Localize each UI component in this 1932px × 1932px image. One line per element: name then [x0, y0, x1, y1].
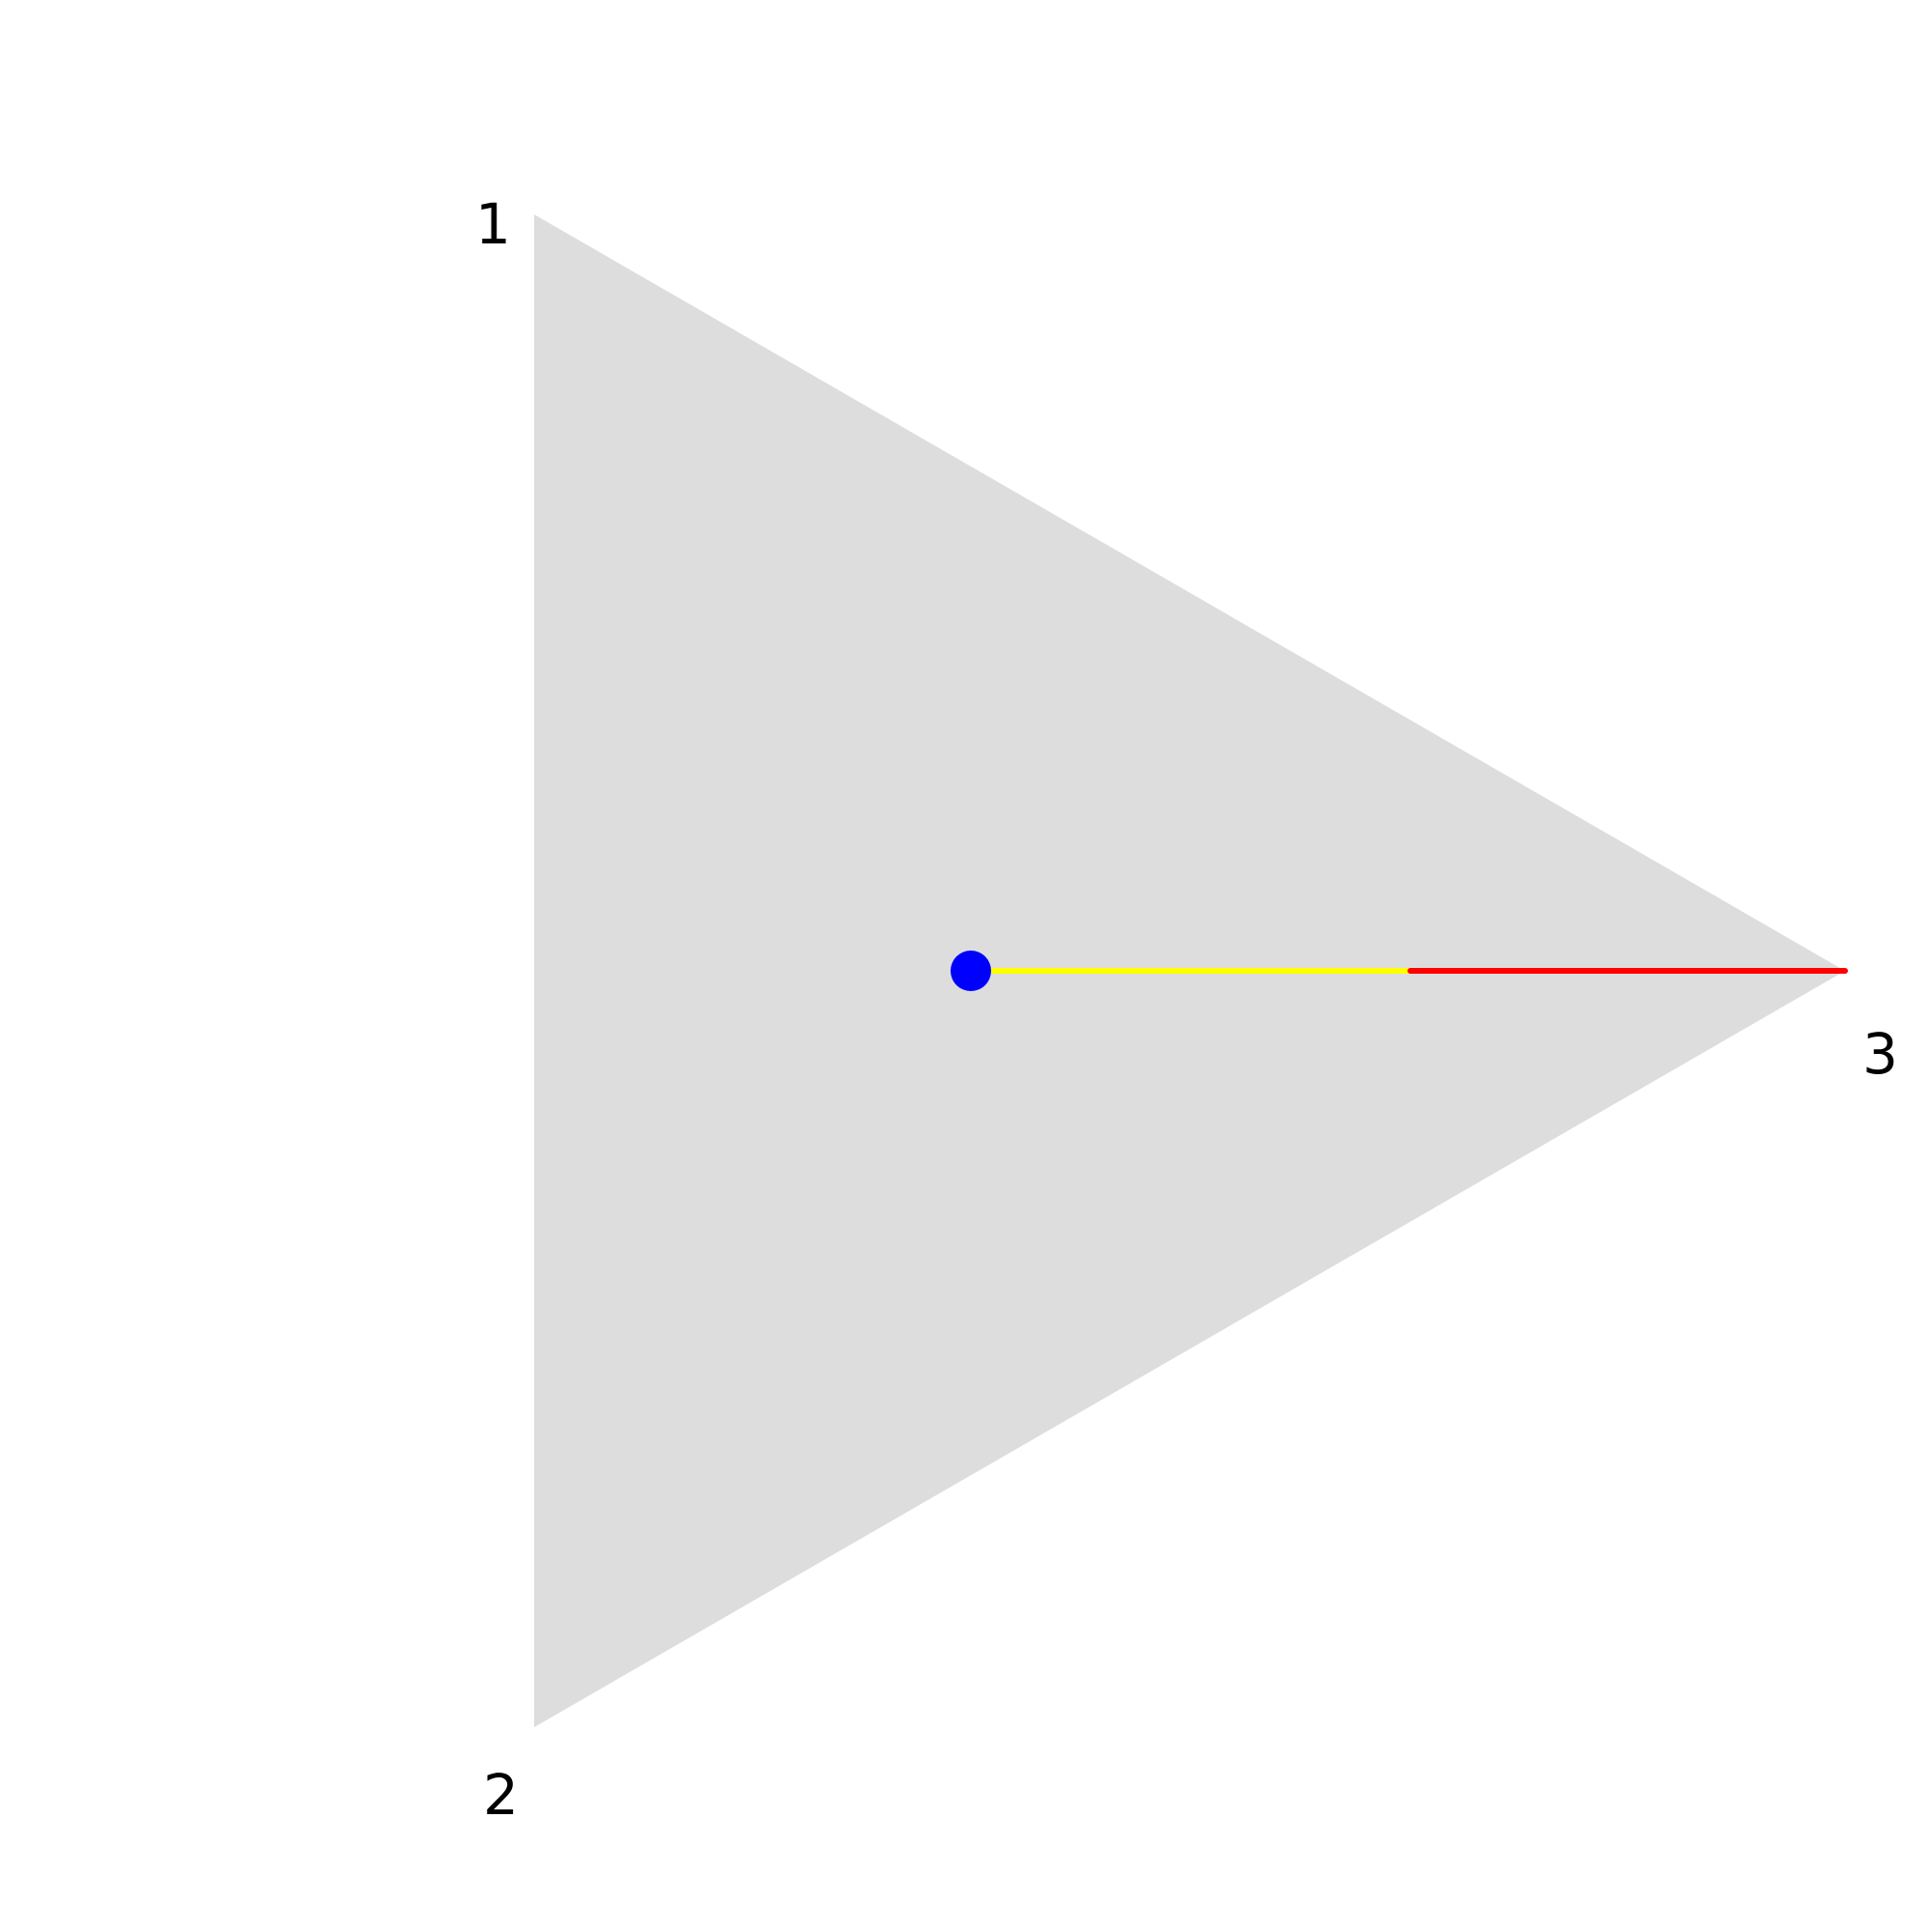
- vertex-label-2: 2: [483, 1762, 519, 1828]
- vertex-label-1: 1: [475, 191, 511, 257]
- vertex-label-3: 3: [1862, 1021, 1898, 1087]
- point-marker: [951, 951, 991, 991]
